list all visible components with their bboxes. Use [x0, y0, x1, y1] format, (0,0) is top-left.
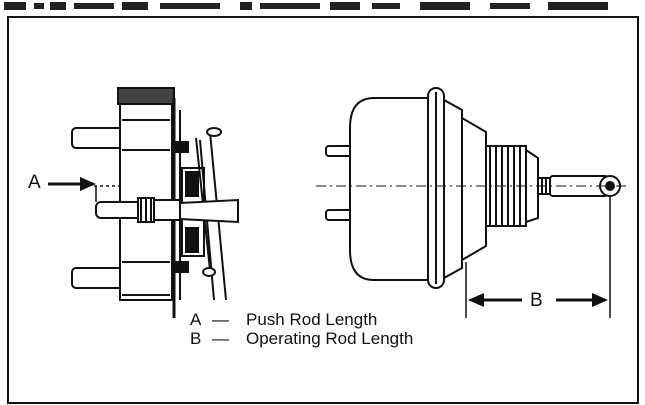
master-cylinder-flange-view: [71, 87, 239, 318]
legend-sep-a: —: [212, 310, 229, 329]
dimension-a-label: A: [28, 172, 41, 193]
dimension-a-arrow: [48, 177, 96, 191]
vacuum-booster: [325, 87, 621, 289]
legend-sep-b: —: [212, 329, 229, 348]
dimension-b-label: B: [530, 290, 543, 311]
dimension-b-extension-lines: [465, 196, 611, 318]
legend-row-b: B — Operating Rod Length: [190, 329, 413, 348]
legend-key-a: A: [190, 310, 202, 329]
figure-legend: A — Push Rod Length B — Operating Rod Length: [190, 310, 413, 348]
cropped-caption-text: [4, 2, 608, 10]
legend-key-b: B: [190, 329, 202, 348]
legend-row-a: A — Push Rod Length: [190, 310, 413, 329]
legend-text-b: Operating Rod Length: [246, 329, 414, 348]
dimension-b-arrow: [468, 293, 608, 307]
legend-text-a: Push Rod Length: [246, 310, 378, 329]
figure-border: [7, 16, 639, 404]
